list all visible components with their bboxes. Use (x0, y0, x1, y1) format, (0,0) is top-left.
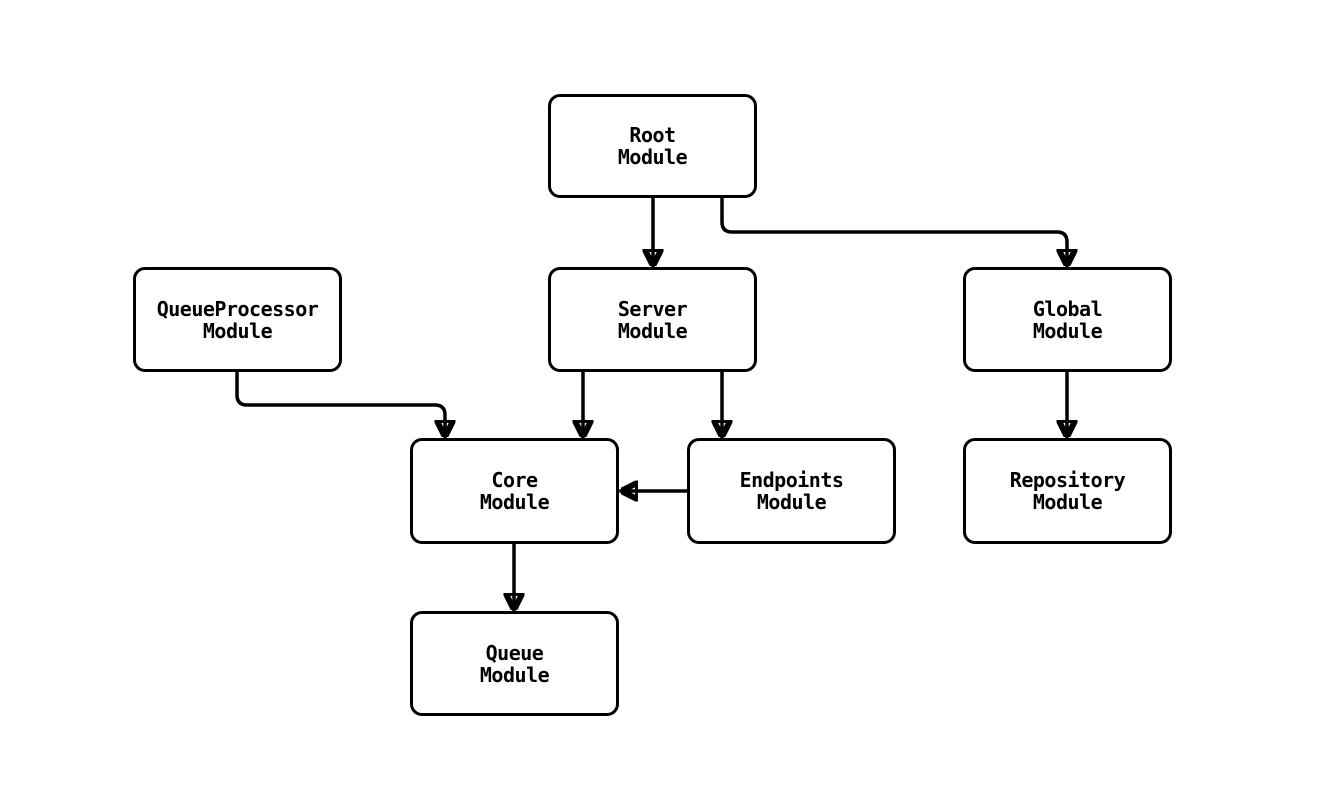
node-root-module: Root Module (548, 94, 757, 198)
node-global-module-label: Global Module (1032, 296, 1103, 343)
node-endpoints-module-label: Endpoints Module (739, 468, 844, 514)
node-global-module: Global Module (963, 267, 1172, 372)
node-server-module-label: Server Module (617, 296, 688, 343)
node-queue-module-label: Queue Module (479, 640, 550, 687)
node-server-module: Server Module (548, 267, 757, 372)
node-repository-module: Repository Module (963, 438, 1172, 544)
edge-queueprocessor-to-core (235, 370, 445, 439)
node-queueprocessor-module: QueueProcessor Module (133, 267, 342, 372)
node-endpoints-module: Endpoints Module (687, 438, 896, 544)
node-core-module: Core Module (410, 438, 619, 544)
node-core-module-label: Core Module (479, 468, 550, 514)
node-queue-module: Queue Module (410, 611, 619, 716)
node-repository-module-label: Repository Module (1009, 468, 1126, 514)
edge-root-to-global (720, 196, 1067, 268)
node-root-module-label: Root Module (617, 123, 688, 169)
node-queueprocessor-module-label: QueueProcessor Module (156, 296, 319, 343)
